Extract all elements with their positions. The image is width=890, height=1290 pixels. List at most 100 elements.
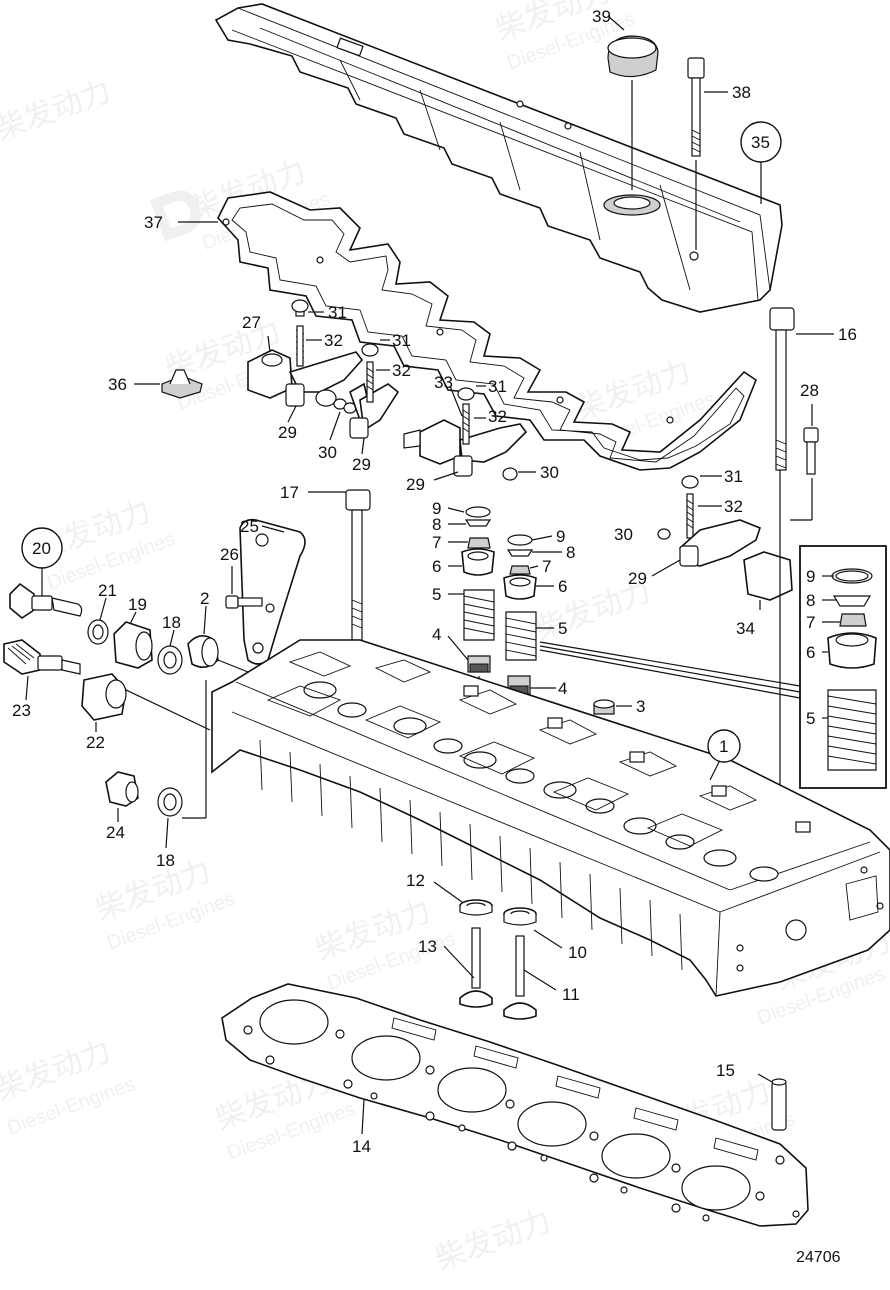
rocker-arm-group-4	[651, 475, 793, 610]
sensor-sleeve	[81, 673, 211, 732]
callout-5a: 5	[432, 585, 441, 604]
cylinder-head-gasket	[221, 983, 809, 1227]
rocker-arm-group-1	[247, 299, 364, 441]
valve-stem-seal	[593, 699, 632, 715]
callout-26: 26	[220, 545, 239, 564]
lifting-eye	[225, 518, 306, 665]
callout-38: 38	[732, 83, 751, 102]
callout-28: 28	[800, 381, 819, 400]
callout-2: 2	[200, 589, 209, 608]
callout-7c: 7	[806, 613, 815, 632]
callout-32c: 32	[488, 407, 507, 426]
callout-6a: 6	[432, 557, 441, 576]
callout-25: 25	[240, 517, 259, 536]
callout-32d: 32	[724, 497, 743, 516]
callout-24: 24	[106, 823, 125, 842]
rocker-arm-group-2	[349, 339, 400, 455]
callout-18a: 18	[162, 613, 181, 632]
callout-32a: 32	[324, 331, 343, 350]
callout-11: 11	[562, 985, 580, 1004]
head-top-features	[266, 651, 811, 882]
temperature-sensor	[9, 566, 83, 619]
drain-plug	[105, 771, 139, 822]
callout-21: 21	[98, 581, 117, 600]
rocker-arm-group-3	[403, 385, 536, 481]
callout-9c: 9	[806, 567, 815, 586]
watermark-cn: 柴发动力	[431, 1205, 555, 1277]
callout-37: 37	[144, 213, 163, 232]
callout-circle-20	[21, 527, 63, 569]
callout-29a: 29	[278, 423, 297, 442]
callout-31a: 31	[328, 303, 347, 322]
callout-8a: 8	[432, 515, 441, 534]
valve-parts-stack-1	[447, 506, 495, 761]
pressure-sensor	[3, 639, 81, 701]
callout-39: 39	[592, 7, 611, 26]
callout-5b: 5	[558, 619, 567, 638]
cover-bolt	[687, 57, 728, 250]
callout-8c: 8	[806, 591, 815, 610]
callout-10: 10	[568, 943, 587, 962]
oil-filler-cap	[607, 15, 659, 190]
sealing-washer	[157, 629, 183, 675]
callout-29c: 29	[406, 475, 425, 494]
callout-32b: 32	[392, 361, 411, 380]
callout-1: 1	[719, 737, 728, 756]
callout-31b: 31	[392, 331, 411, 350]
drawing-number: 24706	[796, 1249, 841, 1266]
callout-4b: 4	[558, 679, 567, 698]
callout-23: 23	[12, 701, 31, 720]
callout-22: 22	[86, 733, 105, 752]
sealing-washer	[157, 680, 207, 849]
clip-part	[134, 369, 203, 399]
adapter-fitting	[113, 611, 153, 669]
callout-4a: 4	[432, 625, 441, 644]
callout-29b: 29	[352, 455, 371, 474]
valve-cover-gasket	[178, 191, 757, 471]
callout-27: 27	[242, 313, 261, 332]
callout-8b: 8	[566, 543, 575, 562]
callout-3: 3	[636, 697, 645, 716]
callout-labels: 39 38 35 37 16 27 31 32 31 32 33 31 32 3…	[12, 7, 857, 1156]
callout-9a: 9	[432, 499, 441, 518]
watermark-cn: 柴发动力	[0, 75, 115, 147]
short-bolt	[790, 404, 819, 521]
callout-9b: 9	[556, 527, 565, 546]
callout-5c: 5	[806, 709, 815, 728]
inset-leader-lines	[539, 641, 801, 699]
callout-7b: 7	[542, 557, 551, 576]
callout-34: 34	[736, 619, 755, 638]
exhaust-valve	[503, 935, 557, 1020]
callout-circle-1	[707, 729, 741, 763]
callout-19: 19	[128, 595, 147, 614]
valve-seat-exhaust	[503, 907, 563, 949]
callout-35: 35	[751, 133, 770, 152]
callout-15: 15	[716, 1061, 735, 1080]
cylinder-head	[211, 639, 890, 997]
callout-13: 13	[418, 937, 437, 956]
callout-36: 36	[108, 375, 127, 394]
callout-12: 12	[406, 871, 425, 890]
callout-18b: 18	[156, 851, 175, 870]
callout-17: 17	[280, 483, 299, 502]
callout-6b: 6	[558, 577, 567, 596]
sealing-washer	[87, 597, 109, 645]
intake-valve	[443, 927, 493, 1008]
callout-30a: 30	[318, 443, 337, 462]
callout-31d: 31	[724, 467, 743, 486]
valve-cover	[214, 3, 783, 313]
detail-inset	[799, 545, 887, 789]
watermark-logo	[150, 190, 201, 242]
callout-29d: 29	[628, 569, 647, 588]
callout-20: 20	[32, 539, 51, 558]
callout-30b: 30	[540, 463, 559, 482]
valve-seat-intake	[433, 881, 493, 916]
callout-14: 14	[352, 1137, 371, 1156]
callout-33: 33	[434, 373, 453, 392]
callout-6c: 6	[806, 643, 815, 662]
callout-16: 16	[838, 325, 857, 344]
core-plug	[187, 605, 249, 673]
valve-parts-stack-2	[503, 534, 562, 771]
